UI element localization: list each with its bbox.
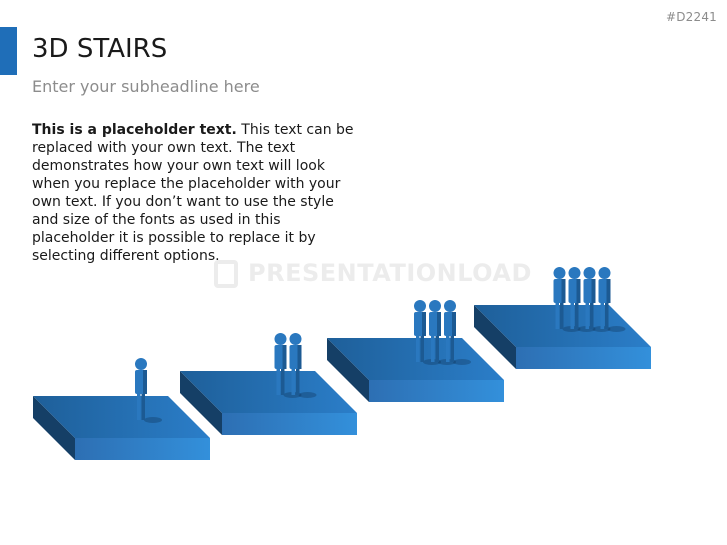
person-leg xyxy=(446,334,450,362)
stair-step xyxy=(33,396,210,460)
person-body-shade xyxy=(282,345,287,369)
step-people-group xyxy=(274,333,317,398)
step-people-group xyxy=(414,300,471,365)
body-text-rest: This text can be replaced with your own … xyxy=(32,122,354,264)
stair-step xyxy=(327,338,504,402)
steps-layer xyxy=(33,267,651,460)
person-head xyxy=(135,358,147,370)
person-icon xyxy=(444,300,471,365)
person-head xyxy=(444,300,456,312)
person-body-shade xyxy=(422,312,426,336)
person-head xyxy=(583,267,596,279)
body-text-bold: This is a placeholder text. xyxy=(32,122,237,138)
stair-front-face xyxy=(516,347,651,369)
person-icon xyxy=(598,267,626,332)
stair-side-face xyxy=(33,396,75,460)
person-head xyxy=(553,267,566,279)
stair-front-face xyxy=(222,413,357,435)
person-leg xyxy=(291,367,295,395)
watermark-logo-icon xyxy=(214,260,238,288)
person-body-shade xyxy=(591,279,596,303)
person-body-shade xyxy=(437,312,441,336)
person-shadow xyxy=(607,326,626,332)
person-icon xyxy=(135,358,162,423)
person-leg xyxy=(276,367,280,395)
person-leg xyxy=(585,301,589,329)
slide-title: 3D STAIRS xyxy=(32,34,168,64)
person-leg xyxy=(137,392,141,420)
stair-step xyxy=(180,371,357,435)
stair-front-face xyxy=(75,438,210,460)
stair-top-face xyxy=(33,396,210,438)
person-head xyxy=(429,300,441,312)
person-leg xyxy=(450,334,454,362)
person-icon xyxy=(583,267,611,332)
slide-id: #D2241 xyxy=(665,10,717,24)
person-icon xyxy=(414,300,441,365)
person-head xyxy=(274,333,287,345)
person-leg xyxy=(420,334,424,362)
person-icon xyxy=(553,267,581,332)
stair-side-face xyxy=(327,338,369,402)
stair-side-face xyxy=(474,305,516,369)
person-leg xyxy=(575,301,579,329)
slide-subtitle: Enter your subheadline here xyxy=(32,77,260,96)
person-leg xyxy=(141,392,145,420)
person-leg xyxy=(600,301,604,329)
person-shadow xyxy=(453,359,471,365)
person-head xyxy=(289,333,302,345)
person-body-shade xyxy=(143,370,147,394)
person-body-shade xyxy=(452,312,456,336)
person-leg xyxy=(435,334,439,362)
person-leg xyxy=(281,367,285,395)
step-people-group xyxy=(553,267,626,332)
person-shadow xyxy=(298,392,317,398)
person-leg xyxy=(431,334,435,362)
person-head xyxy=(568,267,581,279)
title-accent-bar xyxy=(0,27,17,75)
step-people-group xyxy=(135,358,162,423)
person-shadow xyxy=(144,417,162,423)
stair-side-face xyxy=(180,371,222,435)
watermark: PRESENTATIONLOAD xyxy=(214,259,532,288)
person-body-shade xyxy=(561,279,566,303)
person-leg xyxy=(560,301,564,329)
body-text: This is a placeholder text. This text ca… xyxy=(32,121,362,265)
person-leg xyxy=(570,301,574,329)
person-leg xyxy=(296,367,300,395)
person-body-shade xyxy=(606,279,611,303)
watermark-text: PRESENTATIONLOAD xyxy=(248,259,532,287)
person-icon xyxy=(289,333,317,398)
person-leg xyxy=(416,334,420,362)
person-head xyxy=(598,267,611,279)
stair-top-face xyxy=(327,338,504,380)
person-leg xyxy=(555,301,559,329)
person-head xyxy=(414,300,426,312)
person-body-shade xyxy=(297,345,302,369)
stair-front-face xyxy=(369,380,504,402)
person-body-shade xyxy=(576,279,581,303)
person-leg xyxy=(590,301,594,329)
person-leg xyxy=(605,301,609,329)
stair-top-face xyxy=(180,371,357,413)
